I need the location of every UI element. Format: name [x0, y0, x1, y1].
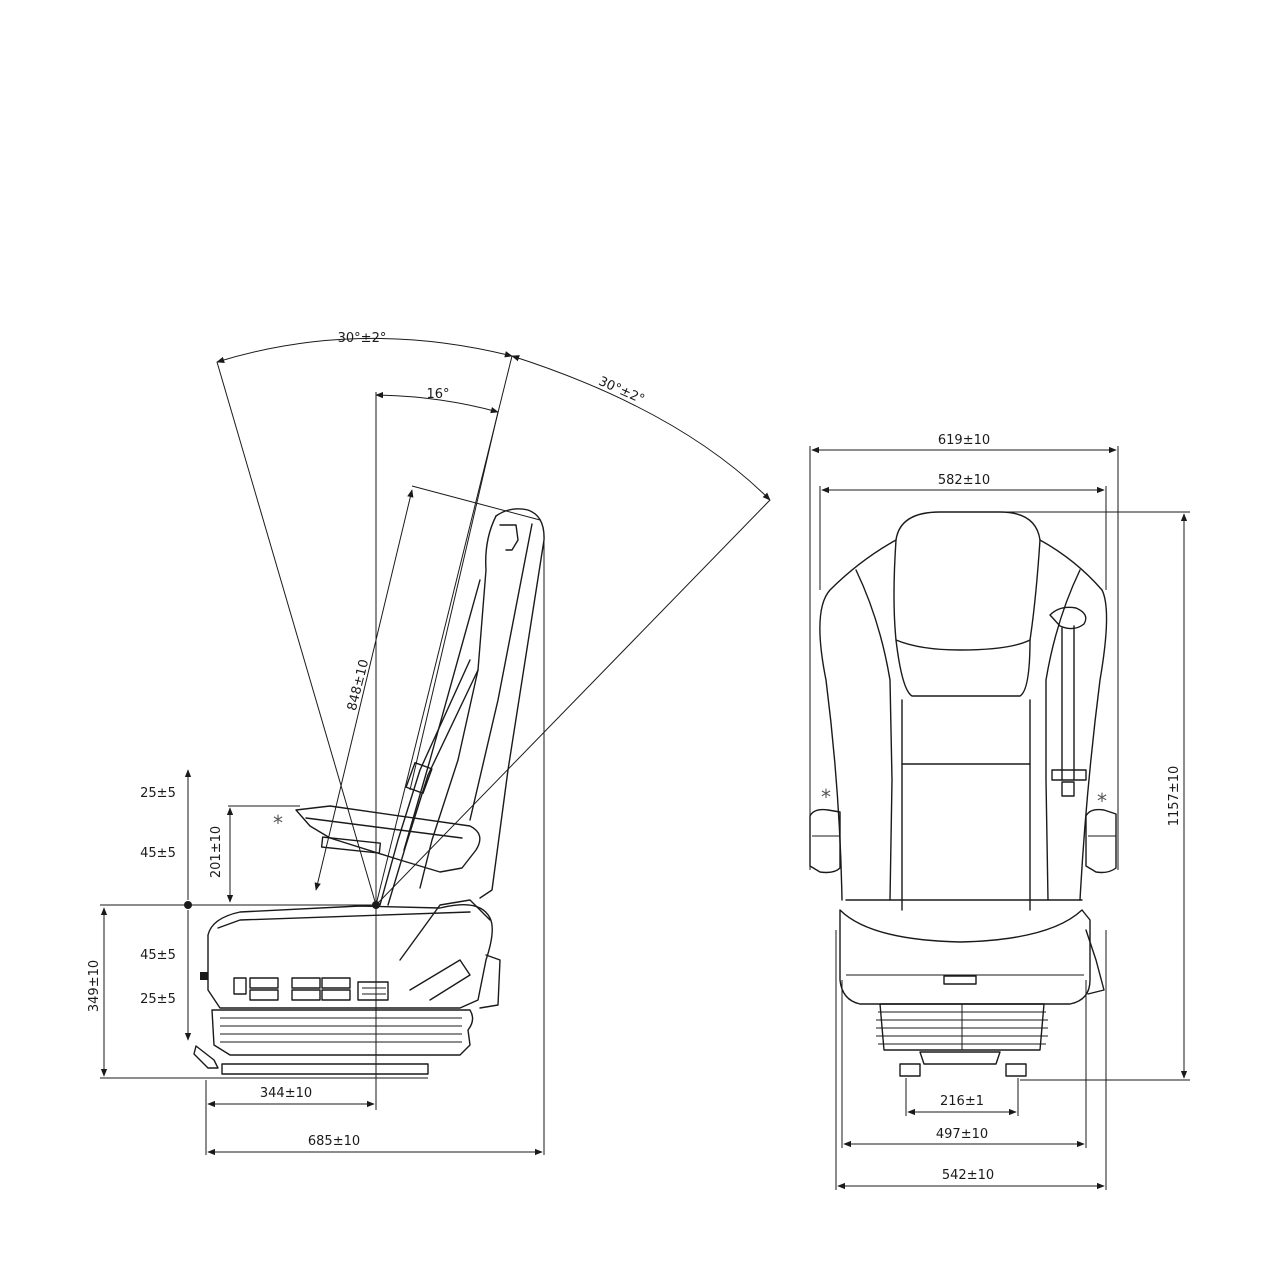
recline-angle-lines: [216, 337, 771, 1110]
front-suspension: [876, 1003, 1048, 1077]
label-angle-right: 30°±2°: [596, 374, 647, 408]
front-backrest: [819, 511, 1108, 911]
label-overall-depth: 685±10: [308, 1134, 360, 1149]
seat-cushion: [200, 899, 501, 1009]
backrest-outline: [403, 508, 545, 899]
label-armrest-range-top: 25±5: [140, 786, 176, 801]
label-cushion-width: 542±10: [942, 1168, 994, 1183]
label-backrest-height: 848±10: [345, 658, 372, 712]
front-armrests: [809, 808, 1117, 874]
armrest-marker-side: *: [273, 811, 283, 835]
front-cushion: [839, 899, 1105, 1005]
armrest: [228, 805, 481, 873]
label-angle-left: 30°±2°: [338, 331, 387, 346]
side-dimension-lines: [100, 540, 545, 1156]
label-seat-reference: 344±10: [260, 1086, 312, 1101]
side-view: 30°±2° 16° 30°±2° 848±10 201±10 25±5 45±…: [87, 331, 771, 1156]
armrest-marker-left: *: [821, 785, 831, 809]
suspension: [193, 1009, 474, 1075]
label-armrest-height: 201±10: [209, 826, 224, 878]
label-mounting-width: 216±1: [940, 1094, 984, 1109]
front-view: 619±10 582±10 1157±10 216±1 497±10 542±1…: [809, 433, 1190, 1190]
armrest-marker-right: *: [1097, 789, 1107, 813]
backrest-height-dimension: [314, 485, 541, 891]
label-backrest-width: 582±10: [938, 473, 990, 488]
label-armrest-range-bottom: 45±5: [140, 846, 176, 861]
label-suspension-up: 45±5: [140, 948, 176, 963]
label-base-width: 497±10: [936, 1127, 988, 1142]
label-angle-mid: 16°: [426, 387, 449, 402]
label-overall-width: 619±10: [938, 433, 990, 448]
label-seat-height: 349±10: [87, 960, 102, 1012]
front-dimension-lines: [809, 446, 1190, 1190]
label-suspension-down: 25±5: [140, 992, 176, 1007]
seat-belt: [379, 659, 479, 906]
front-seat-belt: [1049, 606, 1087, 797]
label-overall-height: 1157±10: [1167, 766, 1182, 827]
